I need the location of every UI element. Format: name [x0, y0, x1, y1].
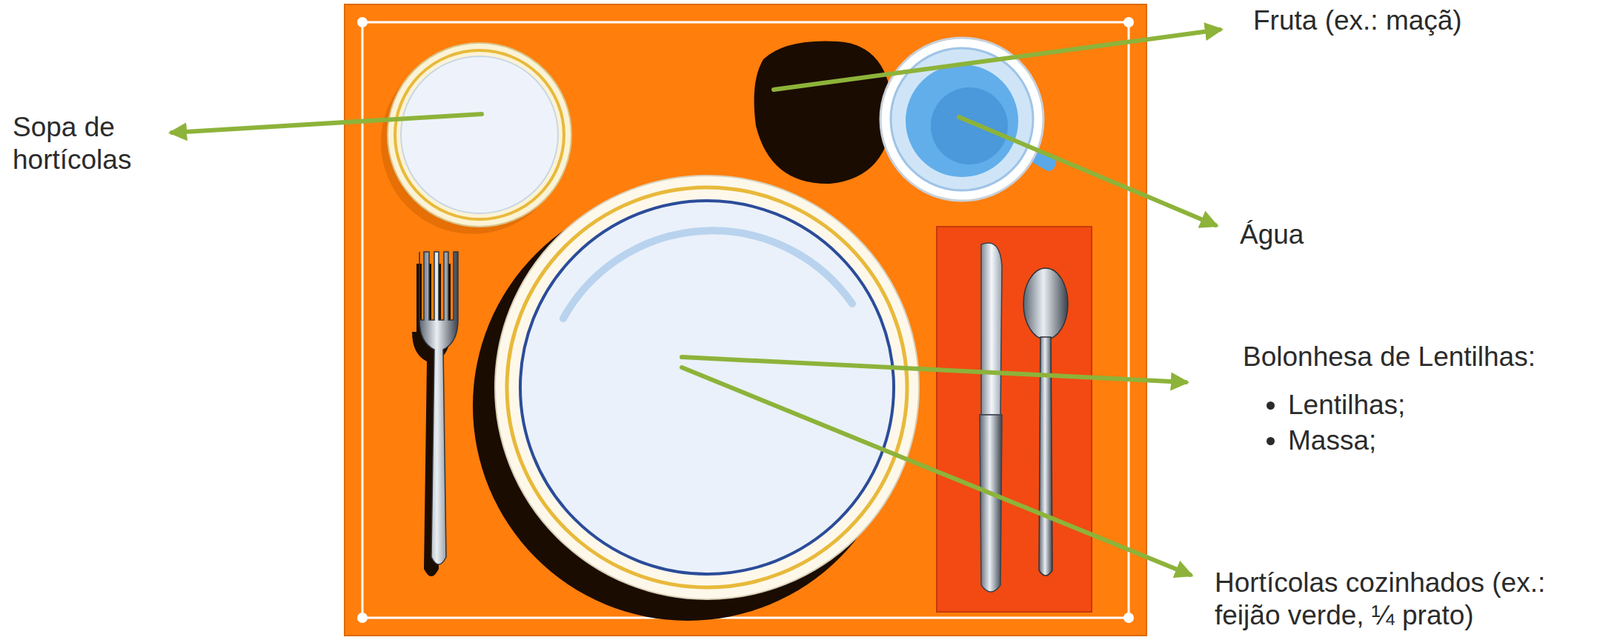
plate-rim: [506, 187, 908, 588]
knife-blade: [981, 243, 1002, 416]
callout-label: Água: [1239, 218, 1304, 252]
soup-plate: [387, 42, 572, 227]
dinner-plate: [495, 175, 919, 600]
placemat-border: [362, 22, 1129, 619]
fork: [419, 251, 458, 565]
placemat: [344, 4, 1147, 636]
callout-label: Bolonhesa de Lentilhas:: [1242, 340, 1536, 374]
knife-handle: [979, 415, 1002, 593]
water: [905, 64, 1019, 178]
corner-dot: [357, 17, 368, 28]
bullet-item: Massa;: [1288, 424, 1377, 458]
leader-line: [681, 357, 1186, 383]
callout-label: Hortícolas cozinhados (ex.: feijão verde…: [1214, 566, 1597, 633]
plate-center: [520, 200, 894, 575]
leader-line: [681, 367, 1191, 576]
plate-rim: [394, 50, 564, 220]
leader-line: [171, 114, 482, 133]
corner-dot: [357, 612, 368, 624]
leader-line: [958, 117, 1216, 226]
callout-label: Fruta (ex.: maçã): [1253, 4, 1463, 38]
plate-highlight: [563, 230, 853, 319]
plate-shadow: [472, 191, 903, 622]
fruit: [754, 41, 894, 185]
bullet-item: Lentilhas;: [1288, 389, 1406, 422]
water-depth: [930, 87, 1008, 165]
soup-bowl: [400, 56, 559, 214]
corner-dot: [1123, 612, 1134, 624]
callout-label: Sopa de hortícolas: [12, 111, 176, 177]
napkin: [936, 226, 1092, 613]
corner-dot: [1123, 17, 1134, 28]
spoon-bowl: [1023, 268, 1068, 340]
leader-line: [773, 29, 1220, 90]
